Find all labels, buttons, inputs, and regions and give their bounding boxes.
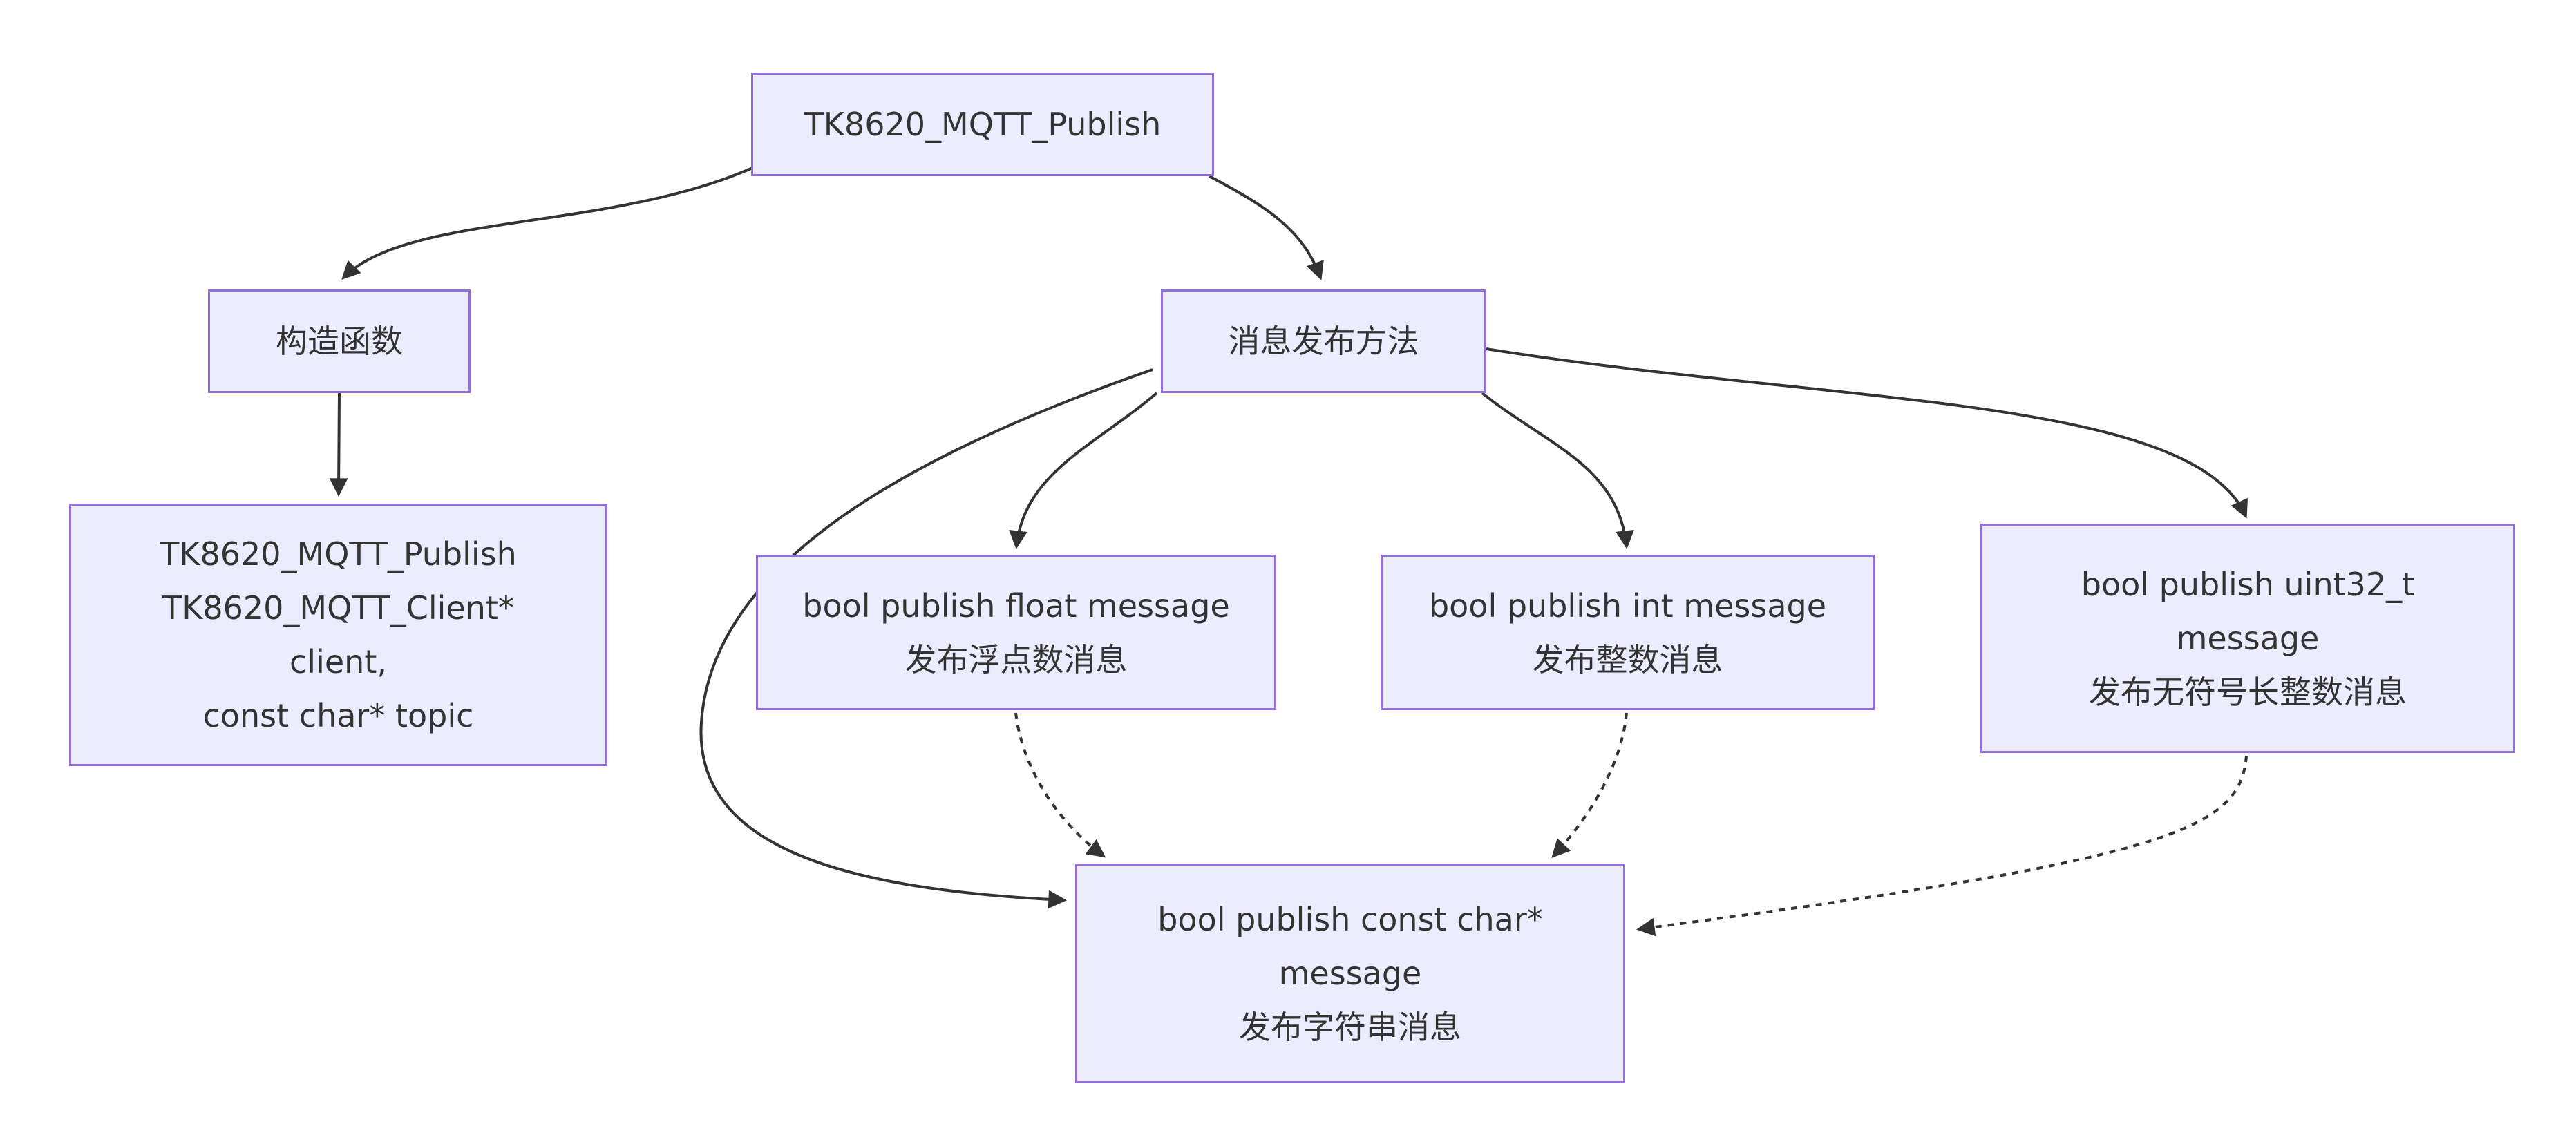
edge-root-to-pub: [1209, 175, 1324, 280]
node-label: const char* topic: [202, 697, 474, 734]
node-publish-uint32: bool publish uint32_t message 发布无符号长整数消息: [1980, 524, 2515, 753]
node-label: TK8620_MQTT_Client*: [162, 589, 514, 627]
node-tk8620-mqtt-publish: TK8620_MQTT_Publish: [751, 73, 1214, 176]
node-constructor-signature: TK8620_MQTT_Publish TK8620_MQTT_Client* …: [69, 504, 607, 766]
node-label: 消息发布方法: [1228, 323, 1419, 360]
node-label: 发布字符串消息: [1239, 1009, 1461, 1046]
node-label: client,: [290, 643, 387, 680]
edge-int-to-string: [1551, 712, 1628, 858]
node-label: bool publish uint32_t: [2081, 566, 2415, 603]
edge-float-to-string: [1014, 712, 1106, 858]
node-label: 发布浮点数消息: [905, 640, 1128, 678]
node-label: bool publish float message: [802, 587, 1230, 625]
node-label: message: [1278, 955, 1422, 992]
node-constructor: 构造函数: [208, 289, 471, 393]
edge-pub-to-float: [1009, 392, 1158, 549]
node-label: TK8620_MQTT_Publish: [160, 535, 517, 573]
node-publish-int: bool publish int message 发布整数消息: [1381, 555, 1875, 710]
node-publish-methods: 消息发布方法: [1161, 289, 1486, 393]
node-label: TK8620_MQTT_Publish: [804, 106, 1162, 143]
edge-pub-to-string: [699, 368, 1153, 909]
node-publish-float: bool publish float message 发布浮点数消息: [756, 555, 1276, 710]
edge-pub-to-uint32: [1486, 347, 2248, 519]
node-label: bool publish const char*: [1157, 901, 1543, 938]
edge-root-to-ctor: [341, 166, 753, 280]
node-label: message: [2176, 620, 2320, 657]
node-label: 构造函数: [276, 323, 403, 360]
node-label: 发布无符号长整数消息: [2089, 674, 2407, 711]
node-label: bool publish int message: [1428, 587, 1827, 625]
edge-pub-to-int: [1481, 392, 1634, 549]
node-publish-string: bool publish const char* message 发布字符串消息: [1075, 864, 1625, 1083]
edge-uint32-to-string: [1636, 755, 2248, 937]
node-label: 发布整数消息: [1532, 640, 1723, 678]
